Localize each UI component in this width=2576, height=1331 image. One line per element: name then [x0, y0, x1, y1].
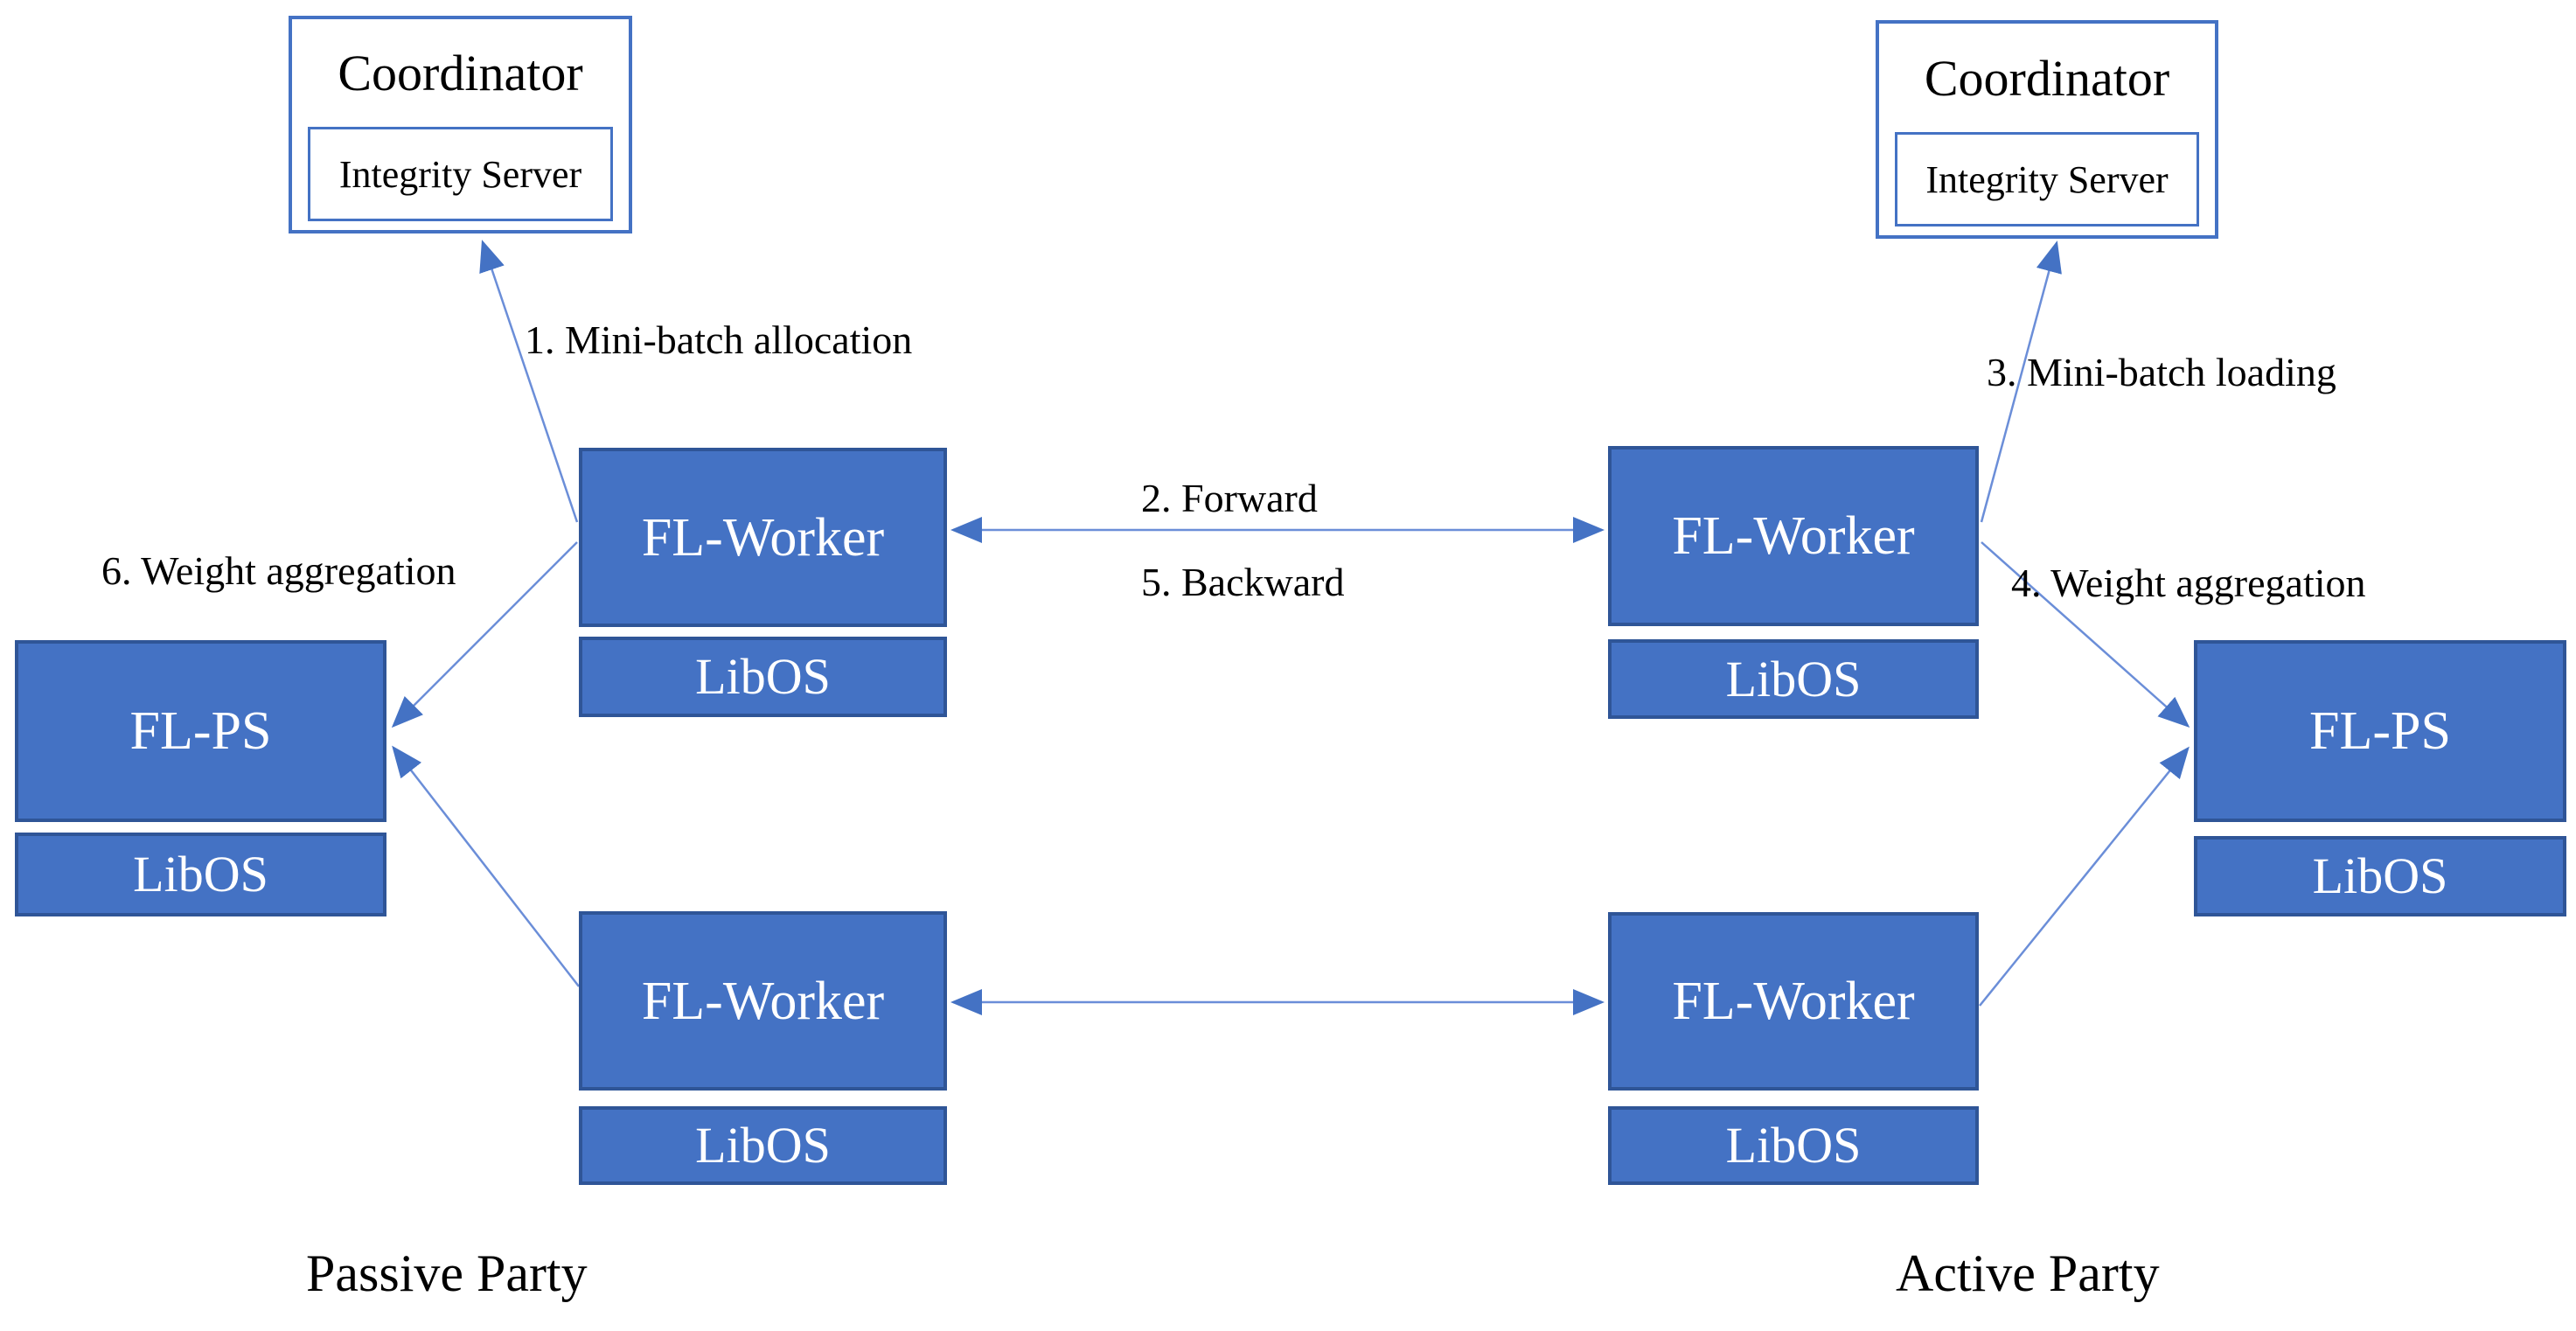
fl-worker-passive-top: FL-Worker: [579, 448, 947, 627]
libos-label: LibOS: [1725, 650, 1862, 707]
libos-label: LibOS: [695, 1117, 831, 1174]
edge-weight-agg-passive-bottom: [392, 745, 580, 987]
integrity-server-active: Integrity Server: [1895, 132, 2199, 226]
fl-worker-active-top: FL-Worker: [1608, 446, 1979, 626]
fl-worker-label: FL-Worker: [641, 971, 885, 1031]
libos-passive-top: LibOS: [579, 637, 947, 717]
integrity-server-passive: Integrity Server: [308, 127, 613, 221]
fl-worker-active-bottom: FL-Worker: [1608, 912, 1979, 1091]
libos-label: LibOS: [133, 846, 268, 902]
coordinator-passive: Coordinator Integrity Server: [289, 16, 632, 233]
libos-active-top: LibOS: [1608, 639, 1979, 719]
libos-label: LibOS: [2312, 847, 2448, 904]
label-minibatch-allocation: 1. Mini-batch allocation: [525, 317, 913, 362]
integrity-server-label: Integrity Server: [338, 152, 582, 196]
fl-ps-label: FL-PS: [2309, 701, 2451, 761]
coordinator-active: Coordinator Integrity Server: [1876, 20, 2218, 239]
fl-worker-label: FL-Worker: [1672, 506, 1915, 566]
edge-weight-agg-active-top: [1981, 541, 2190, 728]
label-minibatch-loading: 3. Mini-batch loading: [1987, 350, 2336, 394]
libos-label: LibOS: [695, 648, 831, 705]
integrity-server-label: Integrity Server: [1925, 157, 2169, 201]
edge-minibatch-loading: [1980, 240, 2062, 523]
label-passive-party: Passive Party: [306, 1244, 588, 1302]
fl-ps-active: FL-PS: [2194, 640, 2566, 822]
fl-worker-label: FL-Worker: [1672, 972, 1915, 1031]
libos-label: LibOS: [1725, 1117, 1862, 1174]
libos-ps-passive: LibOS: [15, 833, 386, 916]
edge-weight-agg-passive-top: [391, 541, 578, 728]
libos-passive-bottom: LibOS: [579, 1106, 947, 1185]
fl-ps-passive: FL-PS: [15, 640, 386, 822]
fl-worker-passive-bottom: FL-Worker: [579, 911, 947, 1091]
label-weight-aggregation-active: 4. Weight aggregation: [2011, 561, 2366, 605]
fl-worker-label: FL-Worker: [641, 507, 885, 568]
coordinator-title: Coordinator: [1924, 49, 2170, 107]
fl-ps-label: FL-PS: [129, 701, 272, 761]
edge-minibatch-allocation: [479, 240, 579, 523]
label-active-party: Active Party: [1896, 1244, 2160, 1302]
label-weight-aggregation-passive: 6. Weight aggregation: [101, 548, 456, 593]
edge-weight-agg-active-bottom: [1979, 746, 2190, 1007]
coordinator-title: Coordinator: [338, 45, 583, 101]
libos-ps-active: LibOS: [2194, 836, 2566, 916]
libos-active-bottom: LibOS: [1608, 1106, 1979, 1185]
label-forward: 2. Forward: [1141, 476, 1318, 520]
label-backward: 5. Backward: [1141, 560, 1345, 604]
